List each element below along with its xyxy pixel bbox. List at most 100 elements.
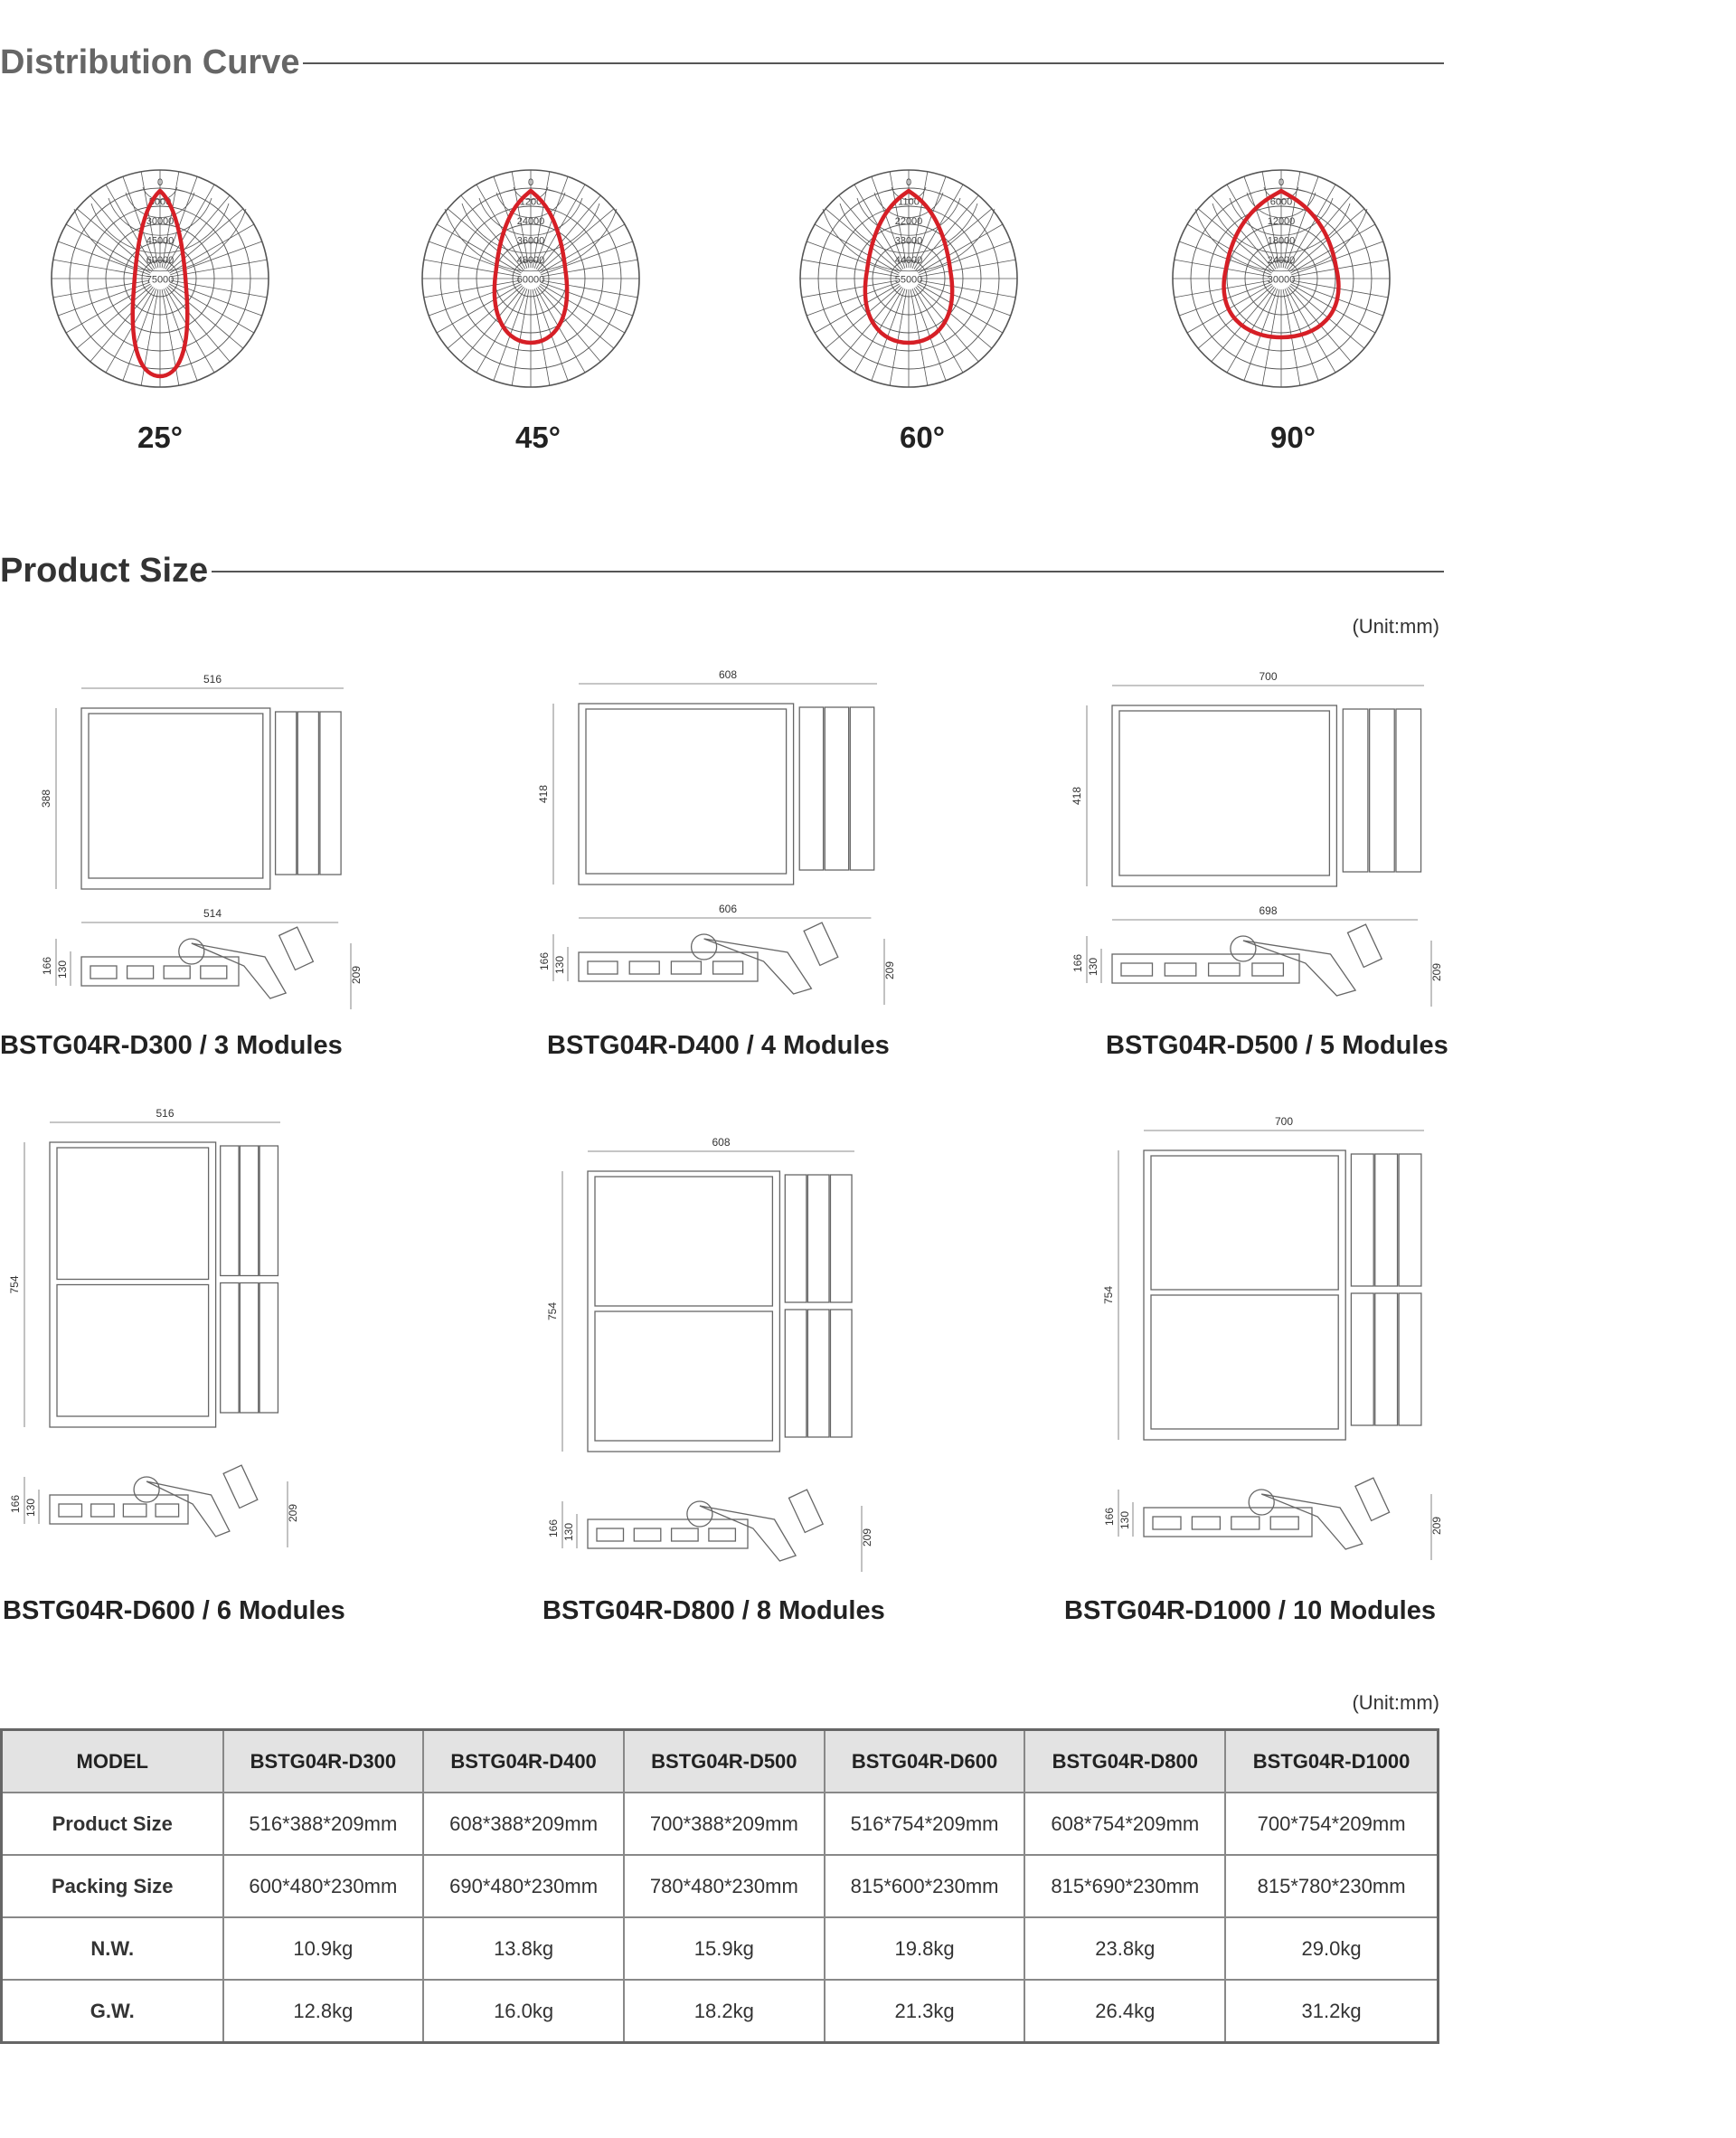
- dimension-label: 130: [1118, 1511, 1131, 1529]
- polar-grid-spoke: [541, 279, 638, 298]
- polar-scale-arc: [461, 203, 600, 254]
- polar-grid-spoke: [167, 285, 244, 349]
- beam-angle-label: 90°: [1270, 421, 1316, 454]
- polar-grid-spoke: [814, 283, 900, 334]
- heatsink-module: [824, 706, 850, 871]
- side-view-module: [200, 965, 228, 979]
- heatsink-module: [1395, 708, 1422, 873]
- heatsink-module: [829, 1309, 853, 1438]
- polar-grid-spoke: [537, 194, 601, 271]
- polar-grid-spoke: [535, 288, 586, 374]
- lens-panel: [1150, 1155, 1339, 1291]
- polar-grid-spoke: [801, 279, 899, 298]
- polar-grid-spoke: [537, 286, 601, 363]
- unit-label: (Unit:mm): [1352, 1691, 1439, 1714]
- table-cell: 15.9kg: [622, 1916, 826, 1981]
- side-view-module: [670, 1528, 699, 1542]
- polar-grid-spoke: [1211, 194, 1275, 271]
- polar-grid-spoke: [801, 259, 899, 278]
- row-label: Product Size: [0, 1792, 224, 1856]
- polar-grid-spoke: [911, 176, 947, 269]
- polar-scale-label: 0: [906, 177, 911, 188]
- polar-grid-spoke: [532, 171, 551, 269]
- polar-grid-spoke: [919, 259, 1016, 278]
- front-frame: [587, 1170, 781, 1452]
- table-cell: 780*480*230mm: [622, 1854, 826, 1918]
- polar-scale-arc: [108, 197, 212, 236]
- side-view-module: [90, 1503, 115, 1518]
- polar-grid-spoke: [871, 289, 906, 381]
- polar-grid-spoke: [165, 288, 215, 374]
- table-header-cell: BSTG04R-D400: [422, 1728, 625, 1793]
- polar-grid-spoke: [919, 241, 1011, 276]
- heatsink-module: [274, 711, 297, 875]
- heatsink-module: [1374, 1292, 1399, 1426]
- table-cell: 700*388*209mm: [622, 1792, 826, 1856]
- heatsink-module: [807, 1309, 830, 1438]
- table-row: N.W. 10.9kg 13.8kg 15.9kg 19.8kg 23.8kg …: [0, 1916, 1439, 1981]
- polar-grid-spoke: [511, 171, 530, 269]
- polar-grid-spoke: [918, 283, 1004, 334]
- table-cell: 26.4kg: [1024, 1979, 1227, 2044]
- polar-scale-label: 18000: [1268, 236, 1296, 247]
- table-cell: 815*780*230mm: [1224, 1854, 1439, 1918]
- dimension-label: 209: [1430, 963, 1443, 981]
- heatsink-module: [239, 1145, 259, 1277]
- bracket-hinge: [133, 1476, 160, 1503]
- heatsink-module: [784, 1309, 807, 1438]
- polar-grid-spoke: [889, 171, 908, 269]
- polar-grid-spoke: [161, 171, 180, 269]
- polar-grid-spoke: [538, 208, 615, 272]
- side-view-body: [1143, 1507, 1313, 1537]
- heatsink-module: [1350, 1153, 1374, 1287]
- polar-grid-spoke: [476, 288, 526, 374]
- side-view-body: [1111, 953, 1300, 984]
- polar-grid-spoke: [163, 289, 198, 381]
- row-label: G.W.: [0, 1979, 224, 2044]
- polar-grid-spoke: [167, 208, 244, 272]
- polar-grid-spoke: [538, 285, 615, 349]
- driver-box: [222, 1464, 259, 1509]
- polar-scale-arc: [90, 203, 230, 254]
- polar-grid-spoke: [1284, 176, 1319, 269]
- polar-grid-spoke: [423, 279, 521, 298]
- polar-scale-arc: [891, 186, 927, 201]
- polar-grid-spoke: [532, 289, 551, 386]
- distribution-curve-heading: Distribution Curve: [0, 43, 1444, 82]
- polar-scale-arc: [856, 197, 961, 236]
- polar-grid-spoke: [169, 283, 255, 334]
- polar-scale-label: 0: [528, 177, 533, 188]
- polar-grid-spoke: [166, 194, 231, 271]
- dimension-label: 166: [1071, 954, 1084, 972]
- lens-panel: [88, 713, 264, 879]
- polar-grid-spoke: [541, 281, 633, 317]
- polar-grid-spoke: [163, 176, 198, 269]
- polar-grid-spoke: [1291, 259, 1389, 278]
- polar-grid-spoke: [918, 223, 1004, 274]
- table-cell: 18.2kg: [622, 1979, 826, 2044]
- side-view-module: [712, 960, 744, 975]
- table-cell: 31.2kg: [1224, 1979, 1439, 2044]
- side-view-module: [1120, 962, 1154, 977]
- front-frame: [49, 1141, 217, 1428]
- polar-scale-arc: [73, 208, 247, 272]
- polar-grid-spoke: [460, 286, 524, 363]
- dimension-label: 166: [1103, 1508, 1116, 1526]
- polar-scale-arc: [142, 186, 178, 201]
- dimension-label: 418: [537, 785, 550, 803]
- side-view-module: [1191, 1516, 1222, 1530]
- polar-grid-spoke: [76, 208, 153, 272]
- polar-scale-label: 12000: [1268, 216, 1296, 227]
- polar-scale-label: 1200: [520, 197, 542, 208]
- bracket-hinge: [686, 1500, 713, 1528]
- side-view-module: [596, 1528, 625, 1542]
- polar-grid-spoke: [429, 281, 521, 317]
- polar-scale-label: 24000: [1268, 255, 1296, 266]
- model-caption: BSTG04R-D600 / 6 Modules: [3, 1596, 345, 1625]
- dimension-label: 130: [24, 1499, 37, 1517]
- polar-scale-label: 45000: [146, 236, 175, 247]
- dimension-label: 700: [1275, 1115, 1293, 1128]
- table-row: G.W. 12.8kg 16.0kg 18.2kg 21.3kg 26.4kg …: [0, 1979, 1439, 2044]
